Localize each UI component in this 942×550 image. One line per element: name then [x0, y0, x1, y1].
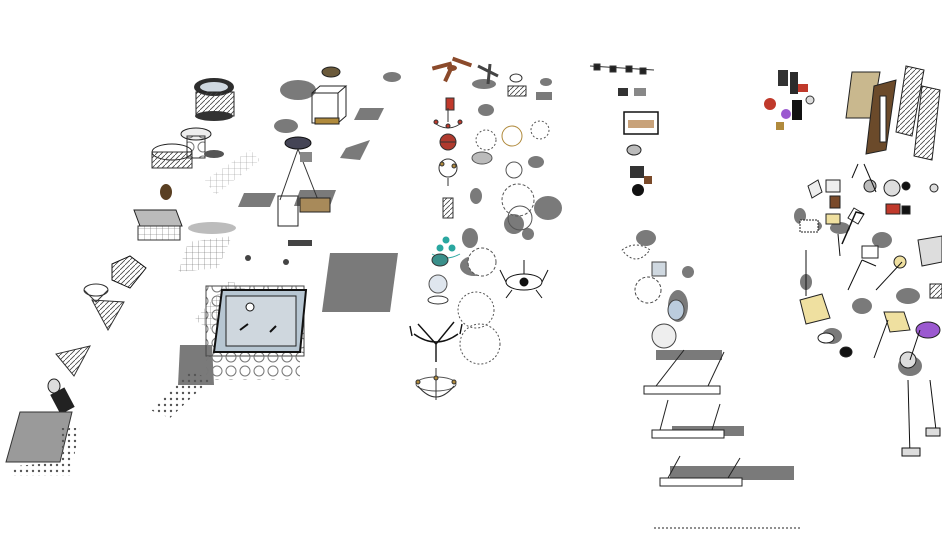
spider-chandelier-model[interactable]	[499, 260, 549, 299]
bar-light-model[interactable]	[133, 184, 183, 241]
linear-suspended-models[interactable]	[643, 349, 800, 529]
chandelier-1	[433, 108, 463, 129]
tall-lantern-models[interactable]	[845, 65, 941, 161]
wall-sconce-cluster[interactable]	[764, 70, 815, 130]
chandelier-4	[442, 197, 454, 219]
chandeliers-group	[409, 56, 562, 400]
crystal-chandeliers-column-2[interactable]	[457, 120, 550, 365]
track-light-model[interactable]	[589, 63, 655, 75]
crystal-tier-chandelier-model[interactable]	[151, 143, 193, 169]
brass-ring-chandelier	[415, 368, 457, 400]
saucer-pendant-model[interactable]	[626, 144, 642, 156]
cube-lantern-model[interactable]	[311, 85, 348, 125]
table-lamp-models[interactable]	[799, 179, 942, 369]
square-panel-model[interactable]	[5, 411, 80, 476]
chandelier-2	[439, 133, 457, 151]
crystal-ball-chandelier	[427, 274, 449, 305]
blue-crystal-chandelier	[431, 253, 449, 267]
mini-spot-model-2[interactable]	[634, 88, 646, 96]
chandelier-3	[438, 158, 458, 186]
spotlight-model[interactable]	[47, 378, 75, 415]
square-flush-light-model[interactable]	[507, 85, 527, 97]
ceiling-fan-model-2[interactable]	[477, 63, 499, 85]
black-pendant-models[interactable]	[630, 166, 652, 196]
tiny-spot-model[interactable]	[245, 255, 251, 261]
box-pendant-model[interactable]	[623, 111, 659, 135]
tiny-spot-model-2[interactable]	[283, 259, 289, 265]
large-square-ceiling-panel-model[interactable]	[205, 285, 308, 380]
chandelier-shadows	[460, 78, 562, 276]
drum-pendant-model[interactable]	[194, 78, 235, 121]
black-branch-chandelier	[409, 321, 463, 362]
woven-cube-model[interactable]	[111, 255, 147, 289]
cast-shadows	[150, 72, 401, 418]
globe-pendant-models[interactable]	[621, 244, 685, 349]
lamp-shadows	[794, 208, 922, 376]
pendants-linear-group	[589, 63, 800, 529]
small-flush-light-model[interactable]	[509, 73, 523, 83]
disc-pendant-model[interactable]	[279, 136, 319, 201]
floor-lamp-models[interactable]	[805, 163, 941, 457]
glass-pendant-model[interactable]	[277, 195, 331, 227]
wire-cone-pendant-models[interactable]	[55, 283, 125, 377]
red-pendant-model[interactable]	[445, 97, 455, 111]
ceiling-lights-group	[5, 66, 401, 476]
mini-spot-model[interactable]	[618, 88, 628, 96]
lamps-group	[764, 65, 942, 457]
ceiling-fan-model[interactable]	[431, 56, 473, 83]
small-disc-light-model[interactable]	[321, 66, 341, 78]
branch-chandelier-column[interactable]	[409, 108, 463, 400]
small-bar-fixture-model[interactable]	[288, 240, 312, 246]
